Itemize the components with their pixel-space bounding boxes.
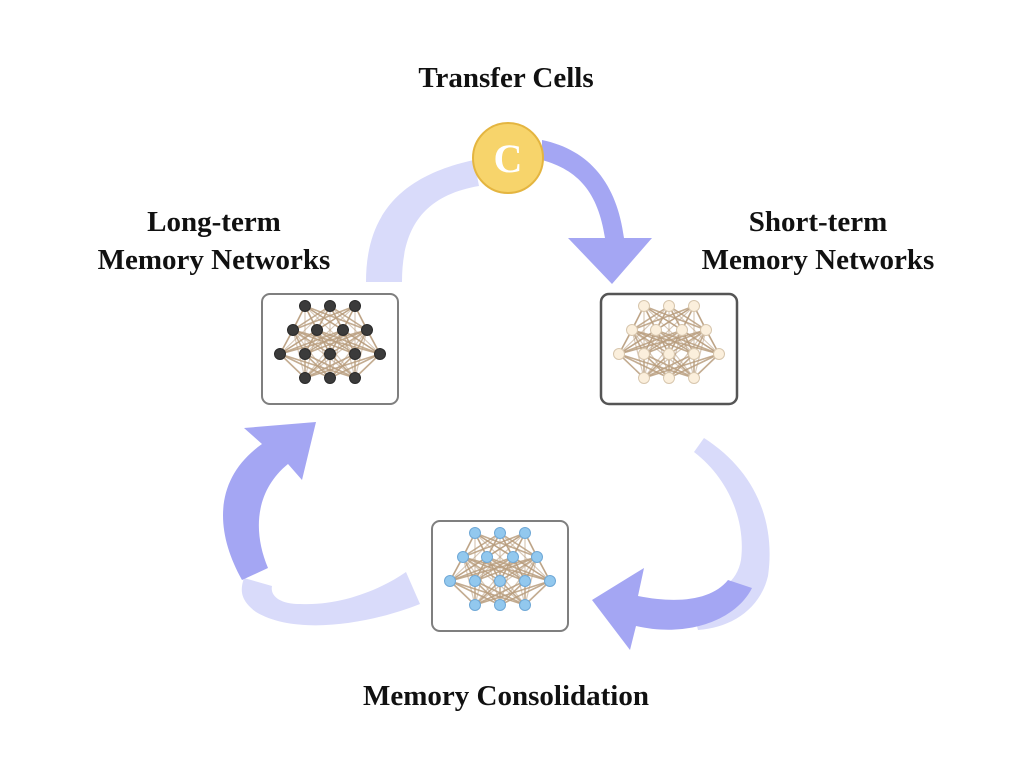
network-edge [668,329,707,379]
arrow-consolidation-to-long-term-upper [223,422,316,580]
network-edge [474,580,551,606]
short-term-network [613,300,725,384]
network-node [469,599,481,611]
network-node [688,348,700,360]
long-term-label-line2: Memory Networks [97,243,331,276]
network-node [519,599,531,611]
network-node [324,348,336,360]
network-node [349,348,361,360]
network-node [274,348,286,360]
network-node [299,372,311,384]
network-node [613,348,625,360]
network-node [287,324,299,336]
network-node [700,324,712,336]
arrow-transfer-to-short-term [542,140,652,284]
network-edge [499,556,538,606]
network-node [544,575,556,587]
network-edge [618,305,670,355]
network-edge [279,305,331,355]
network-node [349,300,361,312]
arrow-long-term-to-transfer [366,160,479,282]
short-term-label-line1: Short-term [748,206,888,238]
network-node [349,372,361,384]
network-node [713,348,725,360]
arrow-short-term-to-consolidation-lower [592,568,752,650]
network-node [494,527,506,539]
network-node [494,599,506,611]
network-edge [499,580,551,606]
network-node [663,348,675,360]
network-node [469,527,481,539]
network-edge [643,353,695,379]
network-edge [643,353,720,379]
network-edge [474,580,526,606]
transfer-cell-symbol: C [493,136,523,181]
network-node [519,575,531,587]
network-node [688,372,700,384]
transfer-cell-circle [472,122,544,194]
consolidation-label: Memory Consolidation [363,680,649,712]
network-edge [449,532,501,582]
network-node [519,527,531,539]
network-edge [304,353,356,379]
network-node [299,348,311,360]
transfer-cells-title: Transfer Cells [418,62,594,94]
network-node [311,324,323,336]
network-node [688,300,700,312]
network-node [663,300,675,312]
network-edge [304,353,381,379]
network-node [361,324,373,336]
consolidation-network [444,527,556,611]
network-node [481,551,493,563]
network-node [507,551,519,563]
network-node [324,300,336,312]
network-node [676,324,688,336]
short-term-label: Short-term Memory Networks [668,204,968,279]
network-node [638,300,650,312]
arrow-short-term-to-consolidation-upper [690,438,770,630]
short-term-label-line2: Memory Networks [701,243,935,276]
arrow-consolidation-to-long-term-lower [241,572,420,626]
long-term-network [274,300,386,384]
long-term-label: Long-term Memory Networks [64,204,364,279]
network-edge [668,353,720,379]
network-node [626,324,638,336]
network-node [494,575,506,587]
network-node [638,372,650,384]
network-node [469,575,481,587]
network-node [337,324,349,336]
long-term-label-line1: Long-term [147,206,281,238]
network-edge [329,353,381,379]
network-node [531,551,543,563]
network-edge [329,329,368,379]
network-node [650,324,662,336]
network-node [299,300,311,312]
network-node [638,348,650,360]
network-node [324,372,336,384]
network-node [663,372,675,384]
network-node [457,551,469,563]
network-node [374,348,386,360]
network-node [444,575,456,587]
